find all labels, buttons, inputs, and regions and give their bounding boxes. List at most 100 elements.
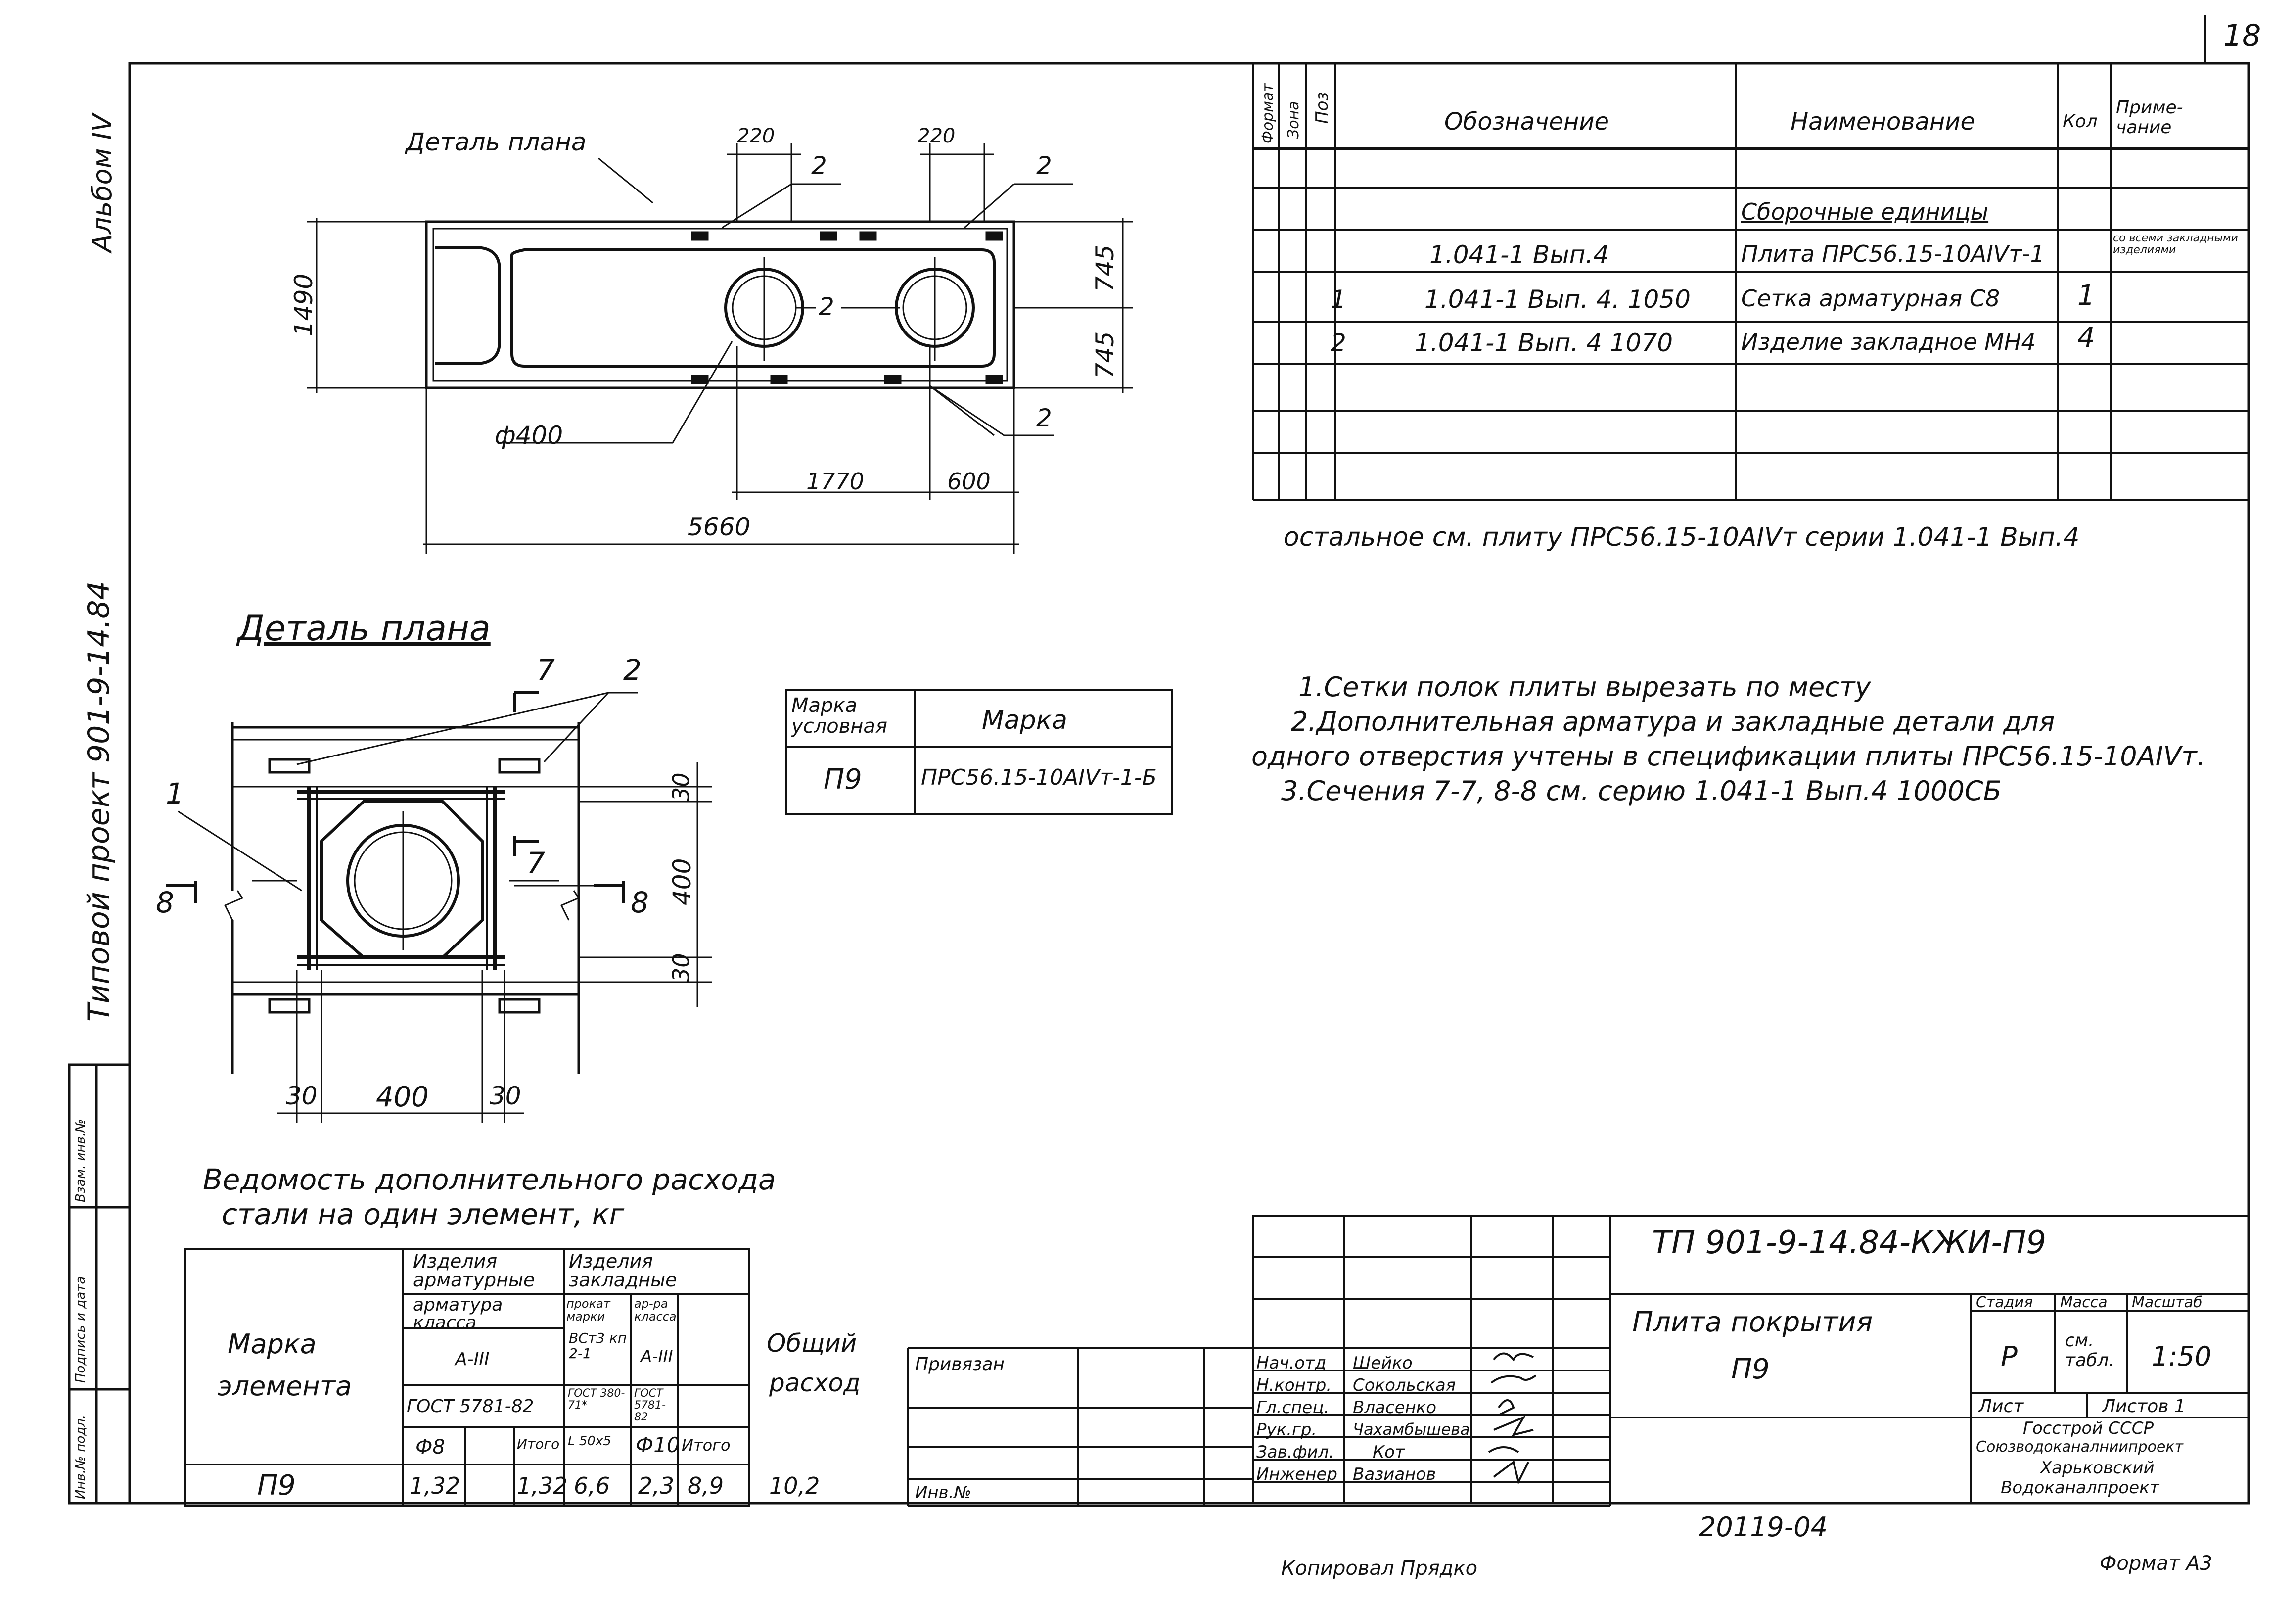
- spec-header-qty: Кол: [2063, 111, 2098, 132]
- detail-dim-30-a: 30: [668, 772, 694, 802]
- role-2: Гл.спец.: [1256, 1398, 1330, 1418]
- stage-header: Стадия: [1976, 1294, 2033, 1311]
- spec-row2-designation: 1.041-1 Вып. 4. 1050: [1424, 285, 1691, 314]
- dim-600: 600: [947, 468, 991, 495]
- side-replace-inv: Взам. инв.№: [73, 1119, 88, 1202]
- steel-row-v1: 1,32: [410, 1472, 460, 1499]
- spec-row2-pos: 1: [1331, 285, 1346, 314]
- steel-row-v2: 1,32: [517, 1472, 568, 1499]
- steel-total-label-1: Общий: [767, 1329, 857, 1358]
- steel-group2-gost1: ГОСТ 380-71*: [568, 1387, 625, 1412]
- section-7-a: 7: [537, 653, 555, 687]
- top-plan-outline: [425, 220, 1015, 389]
- copied-label: Копировал Прядко: [1281, 1557, 1478, 1580]
- spec-row3-pos: 2: [1331, 329, 1346, 357]
- spec-row2-qty: 1: [2077, 280, 2095, 312]
- steel-itogo-1: Итого: [517, 1436, 560, 1452]
- label-2-c: 2: [819, 292, 834, 321]
- dim-5660: 5660: [688, 513, 751, 541]
- spec-header-format: Формат: [1259, 83, 1277, 143]
- detail-label-1: 1: [166, 777, 184, 810]
- top-plan-title: Деталь плана: [406, 128, 587, 156]
- spec-row1-name: Плита ПРС56.15-10АIVт-1: [1741, 240, 2045, 267]
- steel-title-1: Ведомость дополнительного расхода: [203, 1163, 776, 1196]
- steel-group2-steel: ВСт3 кп 2-1: [569, 1330, 627, 1362]
- role-4: Зав.фил.: [1256, 1442, 1334, 1462]
- role-1: Н.контр.: [1256, 1375, 1332, 1395]
- spec-row3-designation: 1.041-1 Вып. 4 1070: [1415, 329, 1673, 357]
- marka-header-mark: Марка: [982, 706, 1068, 735]
- org-line-2: Союзводоканалниипроект: [1976, 1438, 2183, 1456]
- dim-1770: 1770: [806, 468, 865, 495]
- steel-dia-3: Ф10: [636, 1433, 680, 1457]
- signatures: [1488, 1352, 1537, 1485]
- person-2: Власенко: [1353, 1398, 1437, 1418]
- spec-row1-note: со всеми закладными изделиями: [2113, 232, 2238, 257]
- side-inv-orig: Инв.№ подл.: [73, 1414, 88, 1499]
- mass-header: Масса: [2060, 1294, 2108, 1311]
- inv-label: Инв.№: [915, 1483, 971, 1503]
- steel-row-v4: 2,3: [638, 1472, 675, 1499]
- spec-header-note-a: Приме-: [2116, 97, 2183, 118]
- steel-title-2: стали на один элемент, кг: [222, 1197, 625, 1231]
- steel-group1-gost: ГОСТ 5781-82: [407, 1396, 534, 1417]
- steel-dia-2: L 50х5: [568, 1434, 611, 1449]
- label-2-d: 2: [1036, 404, 1052, 432]
- note-2: 2.Дополнительная арматура и закладные де…: [1291, 706, 2055, 737]
- person-3: Чахамбышева: [1353, 1420, 1470, 1439]
- title-block-grid: [907, 1215, 2250, 1507]
- album-label: Альбом IV: [87, 113, 118, 252]
- steel-row-mark: П9: [257, 1469, 296, 1502]
- steel-row-v3: 6,6: [574, 1472, 610, 1499]
- dim-1490: 1490: [289, 273, 318, 336]
- drawing-title-2: П9: [1731, 1353, 1770, 1385]
- steel-group1-label: Изделия арматурные: [413, 1250, 535, 1291]
- detail-plan-outline: [231, 722, 580, 1074]
- steel-dia-1: Ф8: [415, 1436, 445, 1459]
- spec-row2-name: Сетка арматурная С8: [1741, 285, 2000, 312]
- label-2-b: 2: [1036, 151, 1052, 180]
- steel-row-v5: 8,9: [688, 1472, 724, 1499]
- detail-plan-title: Деталь плана: [237, 608, 491, 649]
- scale-header: Масштаб: [2132, 1294, 2203, 1311]
- detail-dim-30-c: 30: [286, 1082, 318, 1110]
- marka-value-conditional: П9: [824, 763, 862, 796]
- sheets-label: Листов 1: [2102, 1396, 2186, 1417]
- project-label: Типовой проект 901-9-14.84: [82, 581, 116, 1022]
- steel-group2-sub2: ар-ра класса: [634, 1297, 677, 1324]
- steel-group2-class: А-III: [641, 1347, 673, 1367]
- format-label: Формат A3: [2100, 1552, 2212, 1575]
- dim-220-a: 220: [737, 125, 775, 147]
- label-2-a: 2: [811, 151, 827, 180]
- spec-row1-designation: 1.041-1 Вып.4: [1429, 240, 1609, 269]
- dim-phi400: ф400: [495, 421, 563, 450]
- role-3: Рук.гр.: [1256, 1420, 1317, 1440]
- side-stamp-frame: [68, 1063, 131, 1505]
- org-line-1: Госстрой СССР: [2023, 1418, 2154, 1438]
- person-0: Шейко: [1353, 1353, 1413, 1373]
- dim-745-a: 745: [1091, 244, 1119, 292]
- org-line-3: Харьковский: [2040, 1458, 2155, 1478]
- mass-value: см. табл.: [2065, 1330, 2114, 1371]
- drawing-code: ТП 901-9-14.84-КЖИ-П9: [1652, 1225, 2047, 1261]
- stage-value: Р: [2001, 1341, 2018, 1373]
- role-5: Инженер: [1256, 1465, 1337, 1484]
- section-7-b: 7: [527, 846, 545, 880]
- scale-value: 1:50: [2152, 1341, 2212, 1372]
- marka-table-grid: [785, 689, 1173, 815]
- detail-label-2: 2: [623, 653, 642, 687]
- spec-row3-name: Изделие закладное МН4: [1741, 329, 2036, 355]
- steel-group1-sub: арматура класса: [413, 1295, 503, 1333]
- spec-table-grid: [1252, 63, 2250, 501]
- spec-row3-qty: 4: [2077, 322, 2095, 354]
- detail-dim-400-v: 400: [668, 858, 696, 905]
- steel-group1-class: А-III: [455, 1349, 490, 1370]
- dim-745-b: 745: [1091, 331, 1119, 378]
- marka-header-conditional: Марка условная: [791, 694, 888, 738]
- section-8-a: 8: [156, 886, 174, 919]
- spec-header-name: Наименование: [1791, 108, 1975, 136]
- spec-header-pos: Поз: [1312, 92, 1332, 124]
- ostalnoe-note: остальное см. плиту ПРС56.15-10АIVт сери…: [1284, 522, 2080, 552]
- page-number: 18: [2223, 18, 2261, 53]
- spec-header-designation: Обозначение: [1444, 108, 1609, 136]
